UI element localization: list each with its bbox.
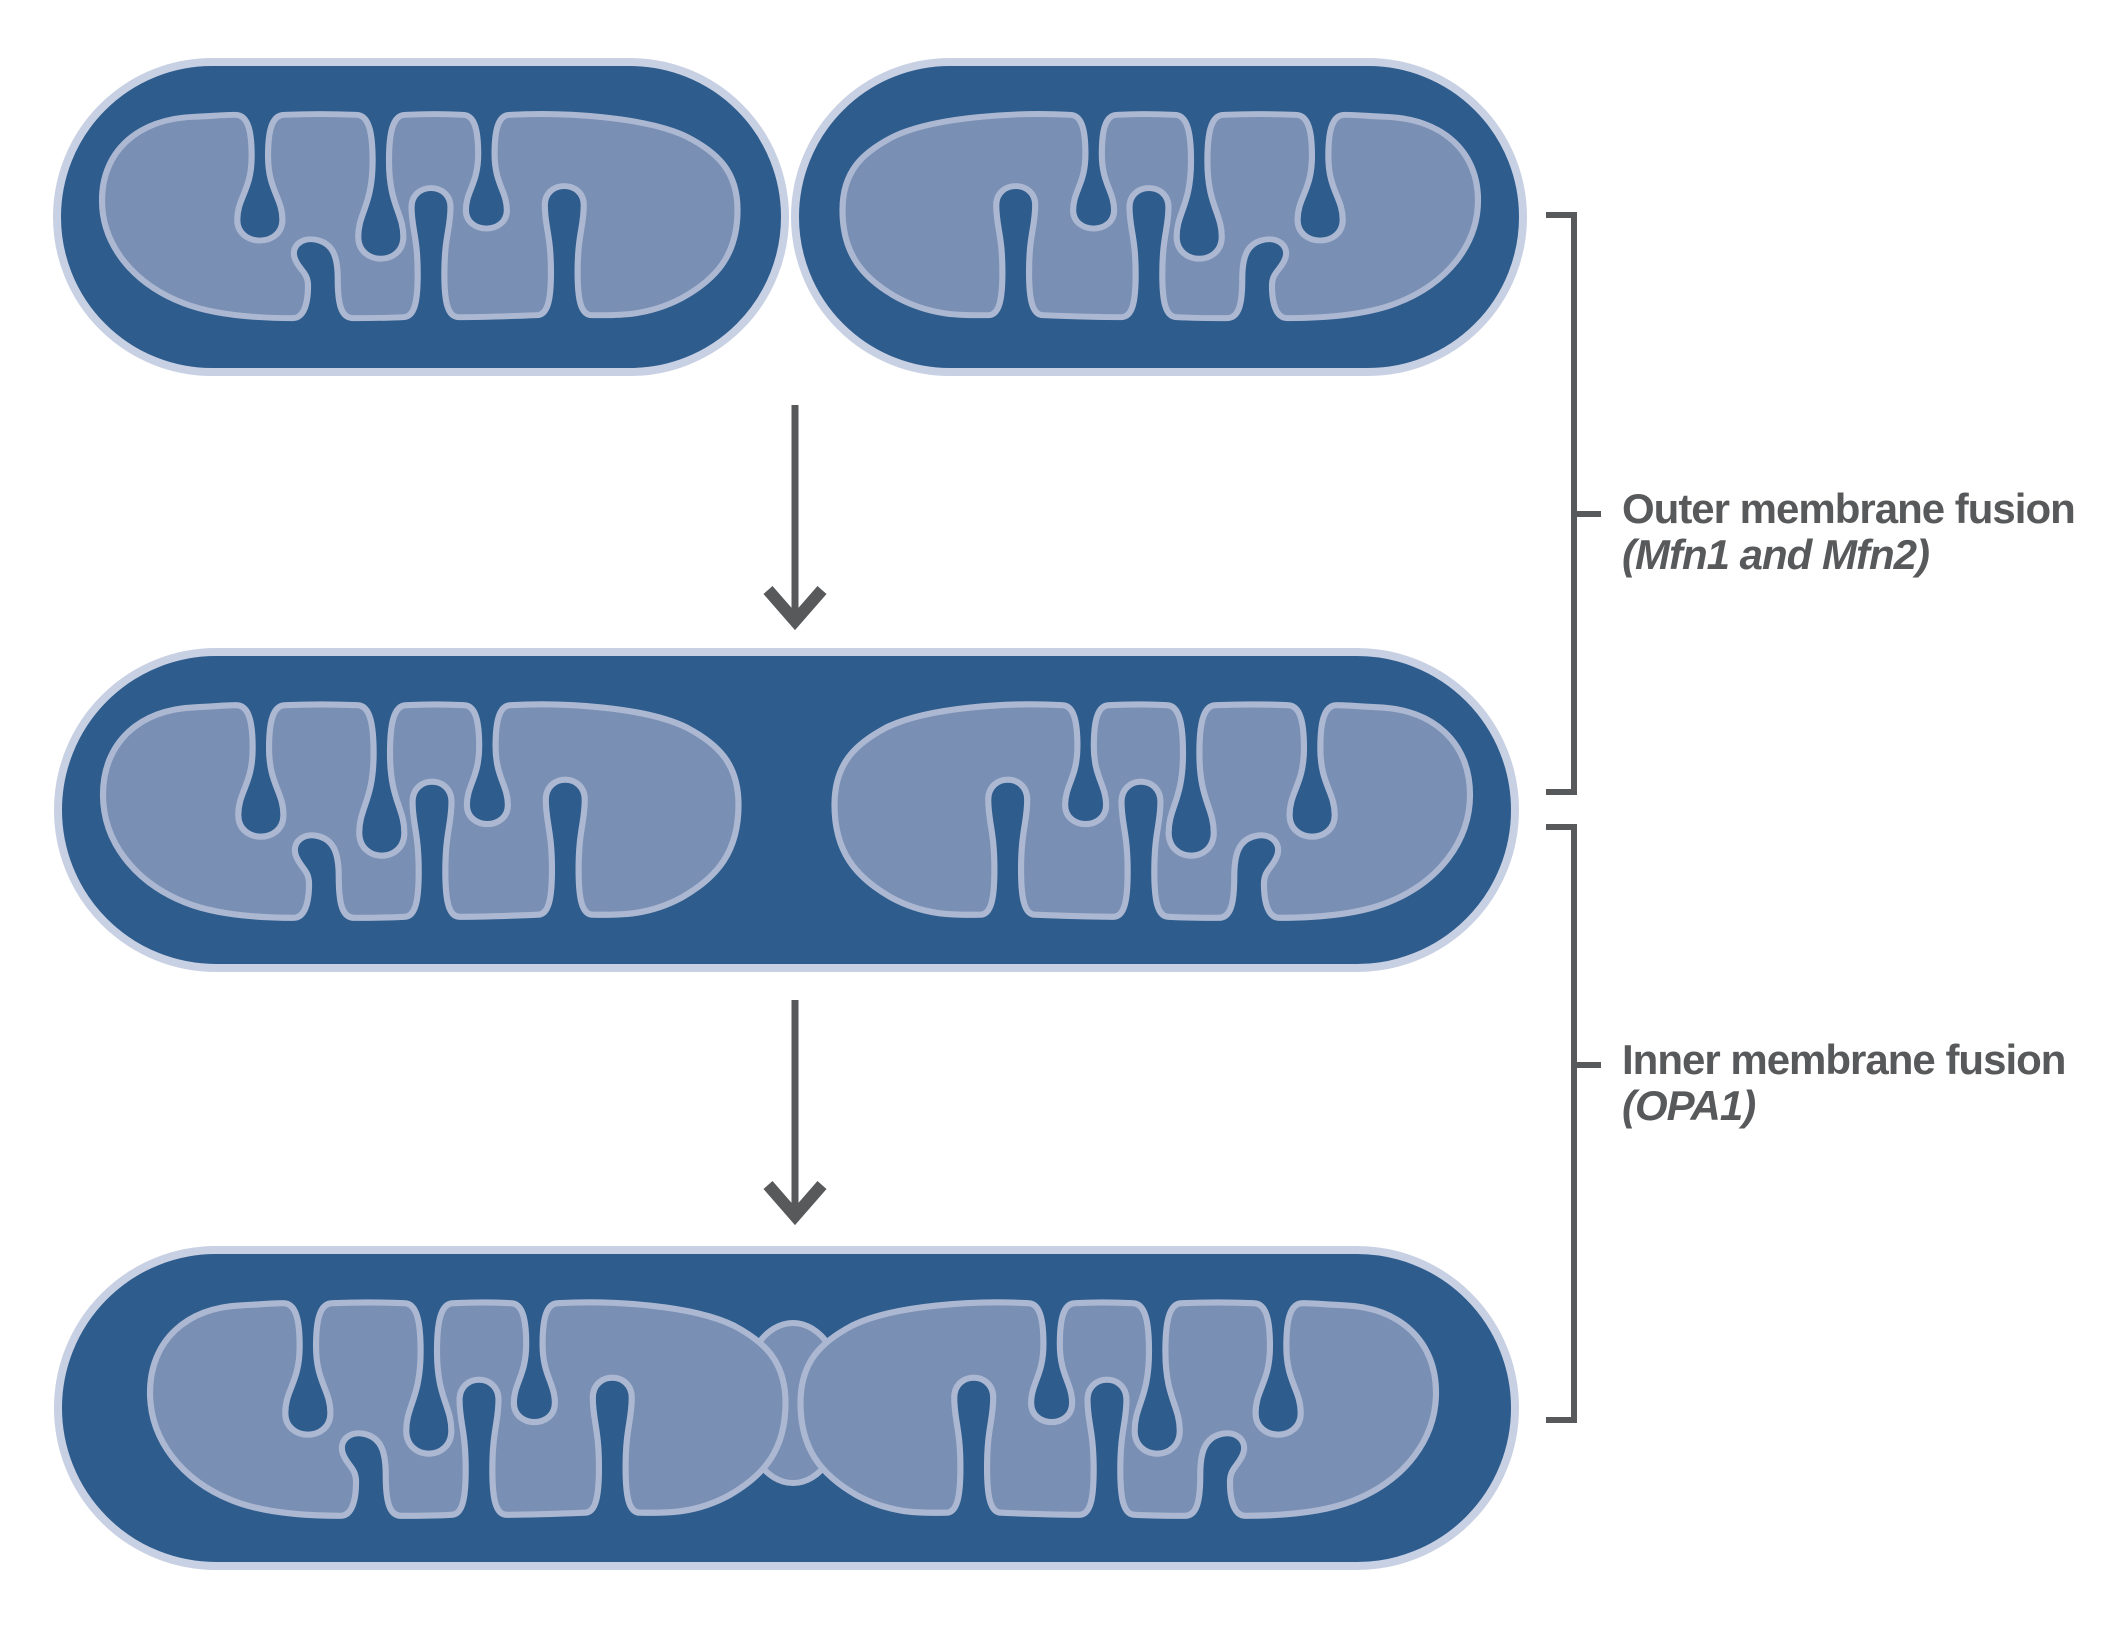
down-arrow-icon <box>763 1000 827 1226</box>
inner-fusion-label-line2: (OPA1) <box>1622 1082 1755 1129</box>
outer-fusion-label-line2: (Mfn1 and Mfn2) <box>1622 531 1929 578</box>
mitochondrion-fully-fused <box>54 1246 1519 1570</box>
outer-fusion-label-line1: Outer membrane fusion <box>1622 485 2075 532</box>
bracket-outer-membrane-fusion <box>1546 212 1601 795</box>
inner-fusion-label-line1: Inner membrane fusion <box>1622 1036 2065 1083</box>
bracket-inner-membrane-fusion <box>1546 824 1601 1423</box>
mitochondrion-outer-fused <box>54 648 1519 972</box>
mitochondrion-top-left <box>53 58 789 376</box>
mitochondrion-top-right <box>791 58 1527 376</box>
down-arrow-icon <box>763 405 827 631</box>
